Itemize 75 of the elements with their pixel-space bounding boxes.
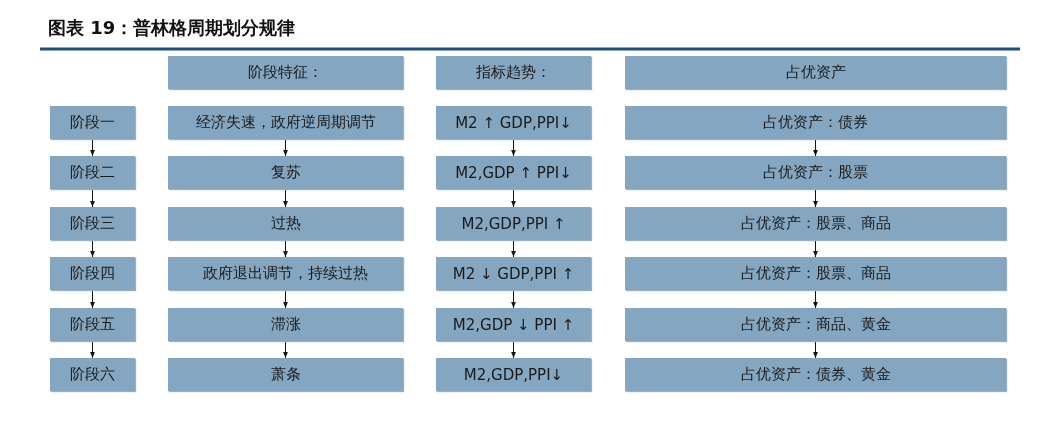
stage-box bbox=[50, 106, 135, 139]
box-label: 占优资产：债券 bbox=[763, 113, 868, 132]
box-label: 阶段六 bbox=[70, 365, 115, 384]
box-label: M2 ↓ GDP,PPI ↑ bbox=[452, 264, 575, 283]
stage-box bbox=[625, 358, 1006, 391]
arrow bbox=[90, 289, 95, 309]
arrow bbox=[813, 289, 818, 309]
stage-box bbox=[168, 358, 403, 391]
box-label: 指标趋势： bbox=[476, 63, 551, 82]
arrow bbox=[511, 188, 516, 208]
box-label: 占优资产：债券、黄金 bbox=[740, 365, 891, 384]
stage-box bbox=[436, 56, 591, 89]
box-label: 萧条 bbox=[270, 365, 301, 384]
stage-box bbox=[625, 56, 1006, 89]
box-label: M2,GDP ↓ PPI ↑ bbox=[452, 315, 575, 334]
box-label: 阶段三 bbox=[70, 214, 115, 233]
stage-box bbox=[625, 207, 1006, 240]
arrow bbox=[90, 138, 95, 157]
box-label: M2 ↑ GDP,PPI↓ bbox=[455, 113, 572, 132]
box-label: 占优资产：股票 bbox=[763, 163, 868, 182]
arrow bbox=[283, 239, 288, 258]
stage-box bbox=[168, 207, 403, 240]
box-label: 复苏 bbox=[270, 163, 301, 182]
stage-box bbox=[50, 358, 135, 391]
box-label: 占优资产 bbox=[785, 63, 846, 82]
box-label: 经济失速，政府逆周期调节 bbox=[195, 113, 376, 132]
box-label: 过热 bbox=[270, 214, 301, 233]
box-label: M2,GDP,PPI↓ bbox=[463, 365, 564, 384]
box-label: 阶段四 bbox=[70, 264, 115, 283]
arrow bbox=[90, 188, 95, 208]
stage-box bbox=[625, 257, 1006, 290]
box-label: 阶段一 bbox=[70, 113, 115, 132]
arrow bbox=[511, 138, 516, 157]
stage-box bbox=[50, 156, 135, 189]
stage-box bbox=[436, 308, 591, 341]
stage-box bbox=[168, 156, 403, 189]
arrow bbox=[283, 138, 288, 157]
stage-box bbox=[168, 257, 403, 290]
arrow bbox=[283, 289, 288, 309]
stage-box bbox=[50, 207, 135, 240]
box-label: 阶段特征： bbox=[248, 63, 323, 82]
box-label: M2,GDP,PPI ↑ bbox=[461, 214, 566, 233]
arrow bbox=[813, 188, 818, 208]
stage-box bbox=[436, 257, 591, 290]
box-label: M2,GDP ↑ PPI↓ bbox=[455, 163, 572, 182]
stage-box bbox=[436, 156, 591, 189]
stage-box bbox=[436, 106, 591, 139]
box-label: 阶段二 bbox=[70, 163, 115, 182]
stage-box bbox=[436, 207, 591, 240]
stage-box bbox=[625, 308, 1006, 341]
stage-box bbox=[436, 358, 591, 391]
arrow bbox=[283, 340, 288, 359]
stage-box bbox=[50, 257, 135, 290]
stage-box bbox=[168, 106, 403, 139]
box-label: 占优资产：商品、黄金 bbox=[740, 315, 891, 334]
arrow bbox=[90, 239, 95, 258]
arrow bbox=[90, 340, 95, 359]
arrow bbox=[511, 340, 516, 359]
stage-box bbox=[625, 156, 1006, 189]
arrow bbox=[511, 239, 516, 258]
arrow bbox=[813, 340, 818, 359]
stage-box bbox=[168, 308, 403, 341]
box-label: 阶段五 bbox=[70, 315, 115, 334]
arrow bbox=[511, 289, 516, 309]
arrow bbox=[283, 188, 288, 208]
arrow bbox=[813, 138, 818, 157]
box-label: 占优资产：股票、商品 bbox=[740, 264, 891, 283]
box-label: 滞涨 bbox=[270, 315, 301, 334]
stage-box bbox=[168, 56, 403, 89]
stage-box bbox=[50, 308, 135, 341]
box-label: 政府退出调节，持续过热 bbox=[203, 264, 368, 283]
arrow bbox=[813, 239, 818, 258]
box-label: 占优资产：股票、商品 bbox=[740, 214, 891, 233]
figure-title: 图表 19：普林格周期划分规律 bbox=[48, 16, 296, 40]
stage-box bbox=[625, 106, 1006, 139]
